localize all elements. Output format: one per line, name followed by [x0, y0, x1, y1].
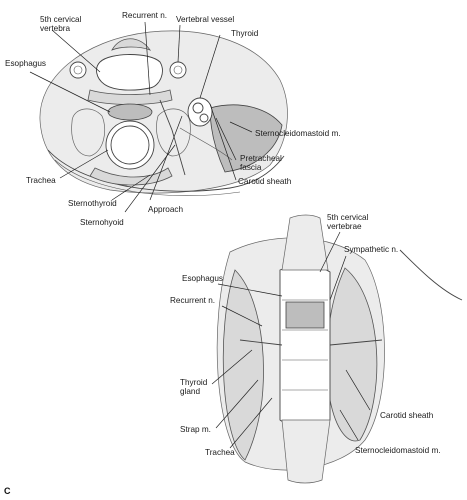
vertebral-vessel-left-inner [73, 65, 83, 75]
esophagus [107, 103, 153, 121]
label-trachea-top: Trachea [26, 176, 56, 185]
trachea-inner [110, 125, 150, 165]
label-esophagus-bottom: Esophagus [182, 274, 223, 283]
skin-edge-2 [54, 159, 241, 196]
label-strap: Strap m. [180, 425, 211, 434]
label-vertebral-vessel: Vertebral vessel [176, 15, 234, 24]
label-scm-bottom: Sternocleidomastoid m. [355, 446, 441, 455]
bottom-leaders [211, 231, 371, 449]
top-leaders [29, 21, 253, 213]
label-thyroid-top: Thyroid [231, 29, 259, 38]
skin-edge [47, 149, 285, 192]
thyroid-left [71, 108, 105, 157]
label-carotid-top: Carotid sheath [238, 177, 292, 186]
strap-muscles [89, 167, 173, 186]
panel-letter: C [4, 486, 11, 496]
scm-muscle [209, 104, 283, 173]
upper-strip [281, 214, 329, 271]
carotid-sheath [187, 97, 213, 127]
label-esophagus-top: Esophagus [5, 59, 46, 68]
label-cervical-bottom-1: 5th cervical [327, 213, 369, 222]
trachea-outer [105, 120, 155, 170]
label-scm-top: Sternocleidomastoid m. [255, 129, 341, 138]
retractor-left [239, 339, 283, 346]
skin-fold [399, 249, 463, 301]
vertebral-vessel-right-inner [173, 65, 183, 75]
pretracheal-fascia [179, 127, 233, 161]
top-cross-section [39, 30, 288, 196]
spinous-process [111, 38, 152, 51]
retractor-right [329, 339, 383, 346]
label-cervical-top-2: vertebra [40, 24, 70, 33]
thyroid-right [156, 108, 191, 157]
top-label-group: Recurrent n. 5th cervical vertebra Verte… [5, 11, 341, 227]
label-recurrent-bottom: Recurrent n. [170, 296, 215, 305]
label-sympathetic: Sympathetic n. [344, 245, 398, 254]
label-approach: Approach [148, 205, 183, 214]
vertebral-vessel-left [69, 61, 87, 79]
label-pretracheal-1: Pretracheal [240, 154, 282, 163]
label-recurrent-top: Recurrent n. [122, 11, 167, 20]
approach-path [159, 99, 186, 176]
label-sternohyoid: Sternohyoid [80, 218, 124, 227]
label-sternothyroid: Sternothyroid [68, 199, 117, 208]
vertebral-column [279, 264, 331, 428]
vertebral-vessel-right [169, 61, 187, 79]
vertebral-body [96, 54, 163, 91]
label-trachea-bottom: Trachea [205, 448, 235, 457]
label-pretracheal-2: fascia [240, 163, 262, 172]
exposed-disc [285, 301, 325, 329]
lower-strip [281, 419, 331, 484]
label-thyroid-bottom-1: Thyroid [180, 378, 208, 387]
longus-colli [87, 89, 173, 105]
bottom-surgical-view [216, 214, 463, 484]
label-cervical-top-1: 5th cervical [40, 15, 82, 24]
label-cervical-bottom-2: vertebrae [327, 222, 362, 231]
carotid-artery [192, 102, 204, 114]
label-carotid-bottom: Carotid sheath [380, 411, 434, 420]
jugular-vein [199, 113, 209, 123]
bottom-label-group: 5th cervical vertebrae Sympathetic n. Es… [170, 213, 441, 457]
left-retracted-tissue [222, 269, 264, 461]
label-thyroid-bottom-2: gland [180, 387, 200, 396]
